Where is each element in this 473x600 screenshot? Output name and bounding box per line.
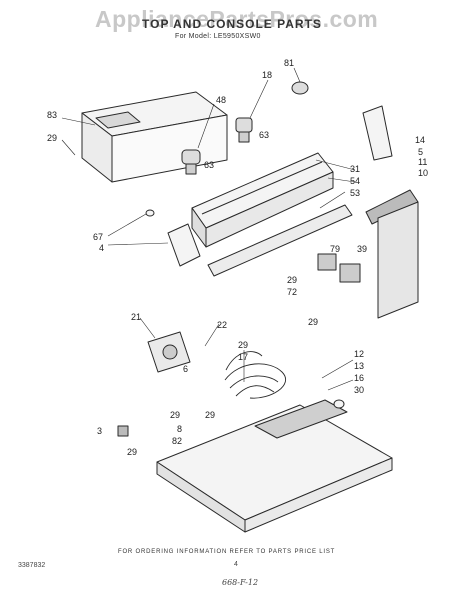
switch-79 [317,253,337,271]
callout-number: 18 [262,70,272,80]
callout-number: 21 [131,312,141,322]
callout-number: 8 [177,424,182,434]
callout-number: 16 [354,373,364,383]
callout-number: 83 [47,110,57,120]
callout-number: 13 [354,361,364,371]
timer-housing [377,201,419,319]
callout-number: 29 [47,133,57,143]
callout-number: 29 [170,410,180,420]
callout-number: 6 [183,364,188,374]
callout-number: 63 [204,160,214,170]
callout-number: 22 [217,320,227,330]
callout-number: 79 [330,244,340,254]
cabinet-top [156,399,393,533]
callout-number: 39 [357,244,367,254]
callout-number: 10 [418,168,428,178]
callout-number: 30 [354,385,364,395]
callout-number: 63 [259,130,269,140]
callout-number: 29 [205,410,215,420]
page-number: 4 [234,561,238,568]
selector-knob [235,117,253,143]
console-panel [191,152,353,277]
end-cap-right [362,105,393,161]
callout-number: 3 [97,426,102,436]
end-cap-left [167,223,201,267]
rear-panel [81,91,228,183]
callout-number: 14 [415,135,425,145]
timer-motor [147,331,191,373]
push-button-81 [291,81,309,95]
diagram-title: TOP AND CONSOLE PARTS [142,17,322,31]
callout-number: 29 [308,317,318,327]
ordering-note: FOR ORDERING INFORMATION REFER TO PARTS … [118,549,336,555]
callout-number: 54 [350,176,360,186]
callout-number: 81 [284,58,294,68]
callout-number: 17 [238,352,248,362]
watermark: AppliancePartsPros.com [95,6,379,32]
switch-39 [339,263,361,283]
callout-number: 82 [172,436,182,446]
callout-number: 48 [216,95,226,105]
callout-number: 31 [350,164,360,174]
clip-3 [117,425,129,437]
callout-numbers: 83 29 48 63 63 18 81 31 54 53 67 4 79 39… [47,58,428,457]
model-line: For Model: LE5950XSW0 [175,33,261,40]
callout-number: 11 [418,157,427,167]
callout-leaders [61,67,356,391]
wire-harness [224,351,286,399]
callout-number: 72 [287,287,297,297]
callout-number: 5 [418,147,423,157]
document-part-number: 3387832 [18,562,46,569]
callout-number: 29 [238,340,248,350]
callout-number: 29 [127,447,137,457]
callout-number: 12 [354,349,364,359]
callout-number: 67 [93,232,103,242]
timer-knob [181,149,201,175]
callout-number: 53 [350,188,360,198]
grommet-30 [333,399,345,409]
callout-number: 4 [99,243,104,253]
handwritten-note: 668-F-12 [222,578,259,587]
callout-number: 29 [287,275,297,285]
screw-67 [145,209,155,217]
